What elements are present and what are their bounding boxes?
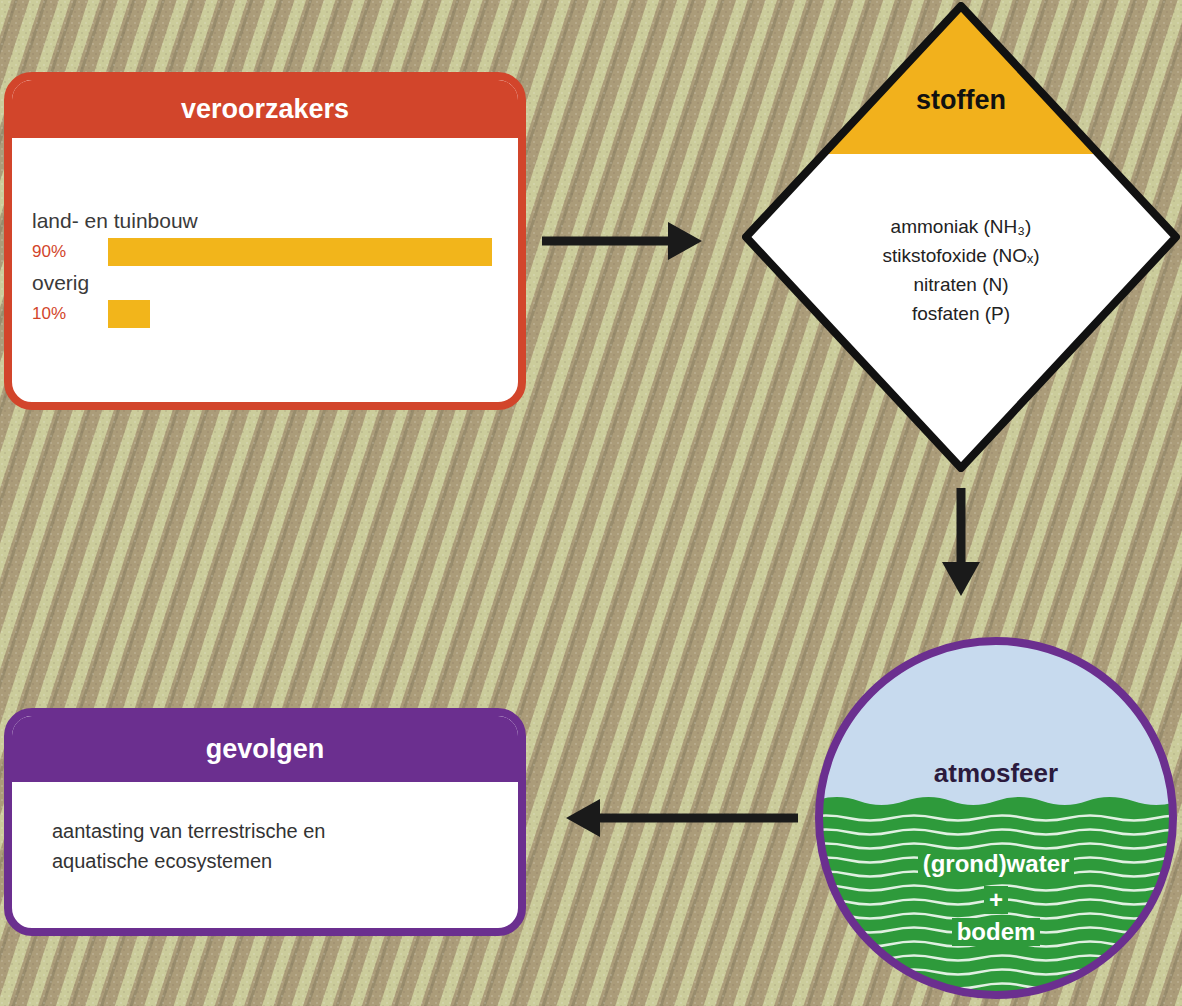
percentage-bar [108,238,492,266]
circle-outline [819,641,1173,995]
water-wave [814,816,1178,821]
bar-row: 10% [32,298,498,330]
circle-header: atmosfeer [814,758,1178,788]
water-wave [814,844,1178,849]
diamond-body: ammoniak (NH₃) stikstofoxide (NOₓ) nitrate… [742,212,1180,328]
medium-label: bodem [952,918,1041,946]
box-header: gevolgen [12,716,518,782]
atmosphere-fill [814,636,1178,1000]
percentage-label: 10% [32,300,108,328]
arrow-shaft [542,237,672,246]
circle-row: (grond)water [814,850,1178,878]
substance-label: ammoniak (NH₃) [891,216,1032,237]
arrow-shaft [957,488,966,566]
substance-label: fosfaten (P) [912,303,1010,324]
node-box: atmosfeer (grond)water + bodem [814,636,1178,1000]
category-label: overig [32,271,89,294]
box-body: aantasting van terrestrische en aquatisc… [12,782,518,928]
description: aantasting van terrestrische en aquatisc… [52,816,352,876]
water-wave [814,984,1178,989]
water-wave [814,970,1178,975]
box-body: land- en tuinbouw 90% overig 10% [12,138,518,402]
substance-row: fosfaten (P) [742,299,1180,328]
description-text: aantasting van terrestrische en aquatisc… [52,820,326,872]
substance-row: stikstofoxide (NOₓ) [742,241,1180,270]
node-box: gevolgen aantasting van terrestrische en … [4,708,526,936]
bar-row: 90% [32,236,498,268]
medium-label: + [984,886,1008,914]
arrow-head [942,562,980,596]
category-row: overig [32,268,498,298]
box-header: veroorzakers [12,80,518,138]
box-heading: gevolgen [206,733,325,765]
circle-row: + [814,886,1178,914]
percentage-label: 90% [32,238,108,266]
diamond-fill [746,6,1176,468]
diamond-header: stoffen [742,84,1180,116]
category-label: land- en tuinbouw [32,209,198,232]
flow-arrow [542,222,702,260]
percentage-bar [108,300,150,328]
diamond-heading: stoffen [916,85,1006,115]
circle-heading: atmosfeer [934,758,1058,788]
node-box: veroorzakers land- en tuinbouw 90% overig 10… [4,72,526,410]
water-wave [814,830,1178,835]
substance-label: stikstofoxide (NOₓ) [882,245,1039,266]
circle-row: bodem [814,918,1178,946]
node-box: stoffen ammoniak (NH₃) stikstofoxide (NOₓ)… [742,2,1180,472]
arrow-head [668,222,702,260]
arrow-head [566,799,600,837]
flow-arrow [942,488,980,596]
flow-arrow [566,799,798,837]
substance-label: nitraten (N) [913,274,1008,295]
substance-row: nitraten (N) [742,270,1180,299]
substance-row: ammoniak (NH₃) [742,212,1180,241]
water-wave [814,956,1178,961]
arrow-shaft [596,814,798,823]
medium-label: (grond)water [918,850,1075,878]
box-heading: veroorzakers [181,93,349,125]
diamond-header-fill [823,6,1098,154]
diamond-outline [746,6,1176,468]
diamond-shape [742,2,1180,472]
category-row: land- en tuinbouw [32,206,498,236]
